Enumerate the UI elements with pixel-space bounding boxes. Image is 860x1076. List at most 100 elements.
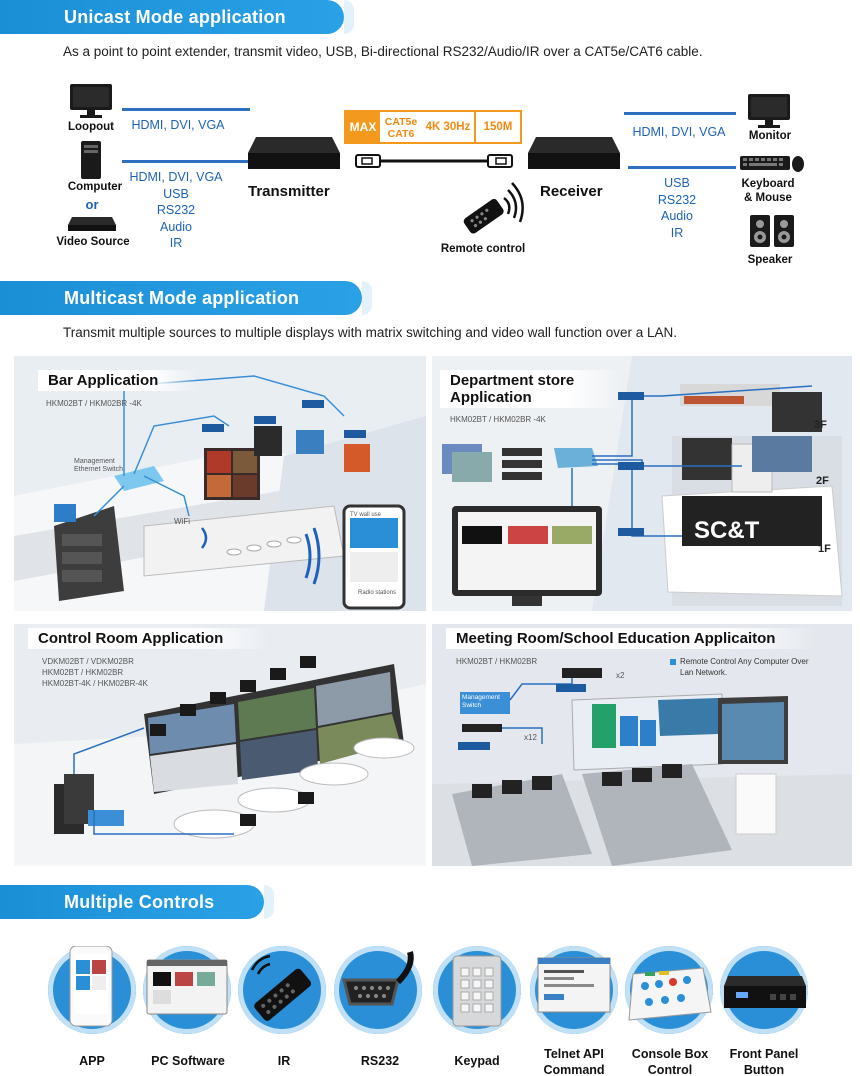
left-signal-2: USB [163, 186, 189, 201]
telnet-window-icon [537, 957, 611, 1013]
console-box-label-line1: Console Box [631, 1047, 709, 1061]
bar-application-panel: Bar Application HKM02BT / HKM02BR -4K Ma… [14, 356, 426, 611]
left-bottom-line [122, 160, 250, 163]
cable-type-1: CAT5e [384, 116, 418, 128]
meeting-room-illustration [432, 624, 852, 866]
right-bottom-line [628, 166, 736, 169]
keypad-label: Keypad [454, 1054, 500, 1068]
receiver-label: Receiver [540, 183, 603, 200]
app-label: APP [79, 1054, 105, 1068]
left-signal-5: IR [169, 236, 183, 250]
unicast-description: As a point to point extender, transmit v… [63, 44, 703, 59]
keypad-control-circle [433, 946, 521, 1034]
front-panel-control-circle [720, 946, 808, 1034]
control-room-model-2: HKM02BT / HKM02BR [42, 668, 124, 677]
right-signal-4: IR [670, 225, 684, 240]
right-bottom-signals: USB RS232 Audio IR [642, 175, 712, 241]
remote-control-label: Remote control [440, 243, 526, 255]
meeting-switch-label: Management Switch [462, 694, 500, 709]
keyboard-mouse-label: Keyboard & Mouse [732, 177, 804, 205]
telnet-control-circle [530, 946, 618, 1034]
ir-control-circle [238, 946, 326, 1034]
department-store-illustration: SC&T [442, 356, 852, 611]
bar-application-title: Bar Application [38, 370, 198, 391]
max-label: MAX [346, 112, 380, 142]
cable-type-2: CAT6 [387, 128, 415, 140]
cable-icon [355, 154, 513, 168]
left-top-line [122, 108, 250, 111]
console-box-control-circle [625, 946, 713, 1034]
unicast-banner: Unicast Mode application [0, 0, 354, 34]
meeting-room-panel: Meeting Room/School Education Applicaito… [432, 624, 852, 866]
monitor-label: Monitor [748, 130, 792, 142]
bar-switch-label: Management Ethernet Switch [74, 458, 124, 473]
telnet-label: Telnet API Command [524, 1046, 624, 1076]
left-signal-4: Audio [160, 219, 192, 234]
console-box-label-line2: Control [647, 1063, 693, 1076]
console-box-label: Console Box Control [620, 1046, 720, 1076]
bar-tv-wall-label: TV wall use [350, 512, 382, 518]
control-room-models: VDKM02BT / VDKM02BR HKM02BT / HKM02BR HK… [42, 656, 148, 689]
remote-control-icon [463, 182, 524, 234]
keyboard-mouse-icon [740, 156, 804, 172]
front-panel-label-line1: Front Panel [729, 1047, 799, 1061]
meeting-remote-note-text: Remote Control Any Computer Over Lan Net… [680, 657, 809, 677]
right-top-line [624, 112, 736, 115]
or-label: or [85, 197, 99, 212]
bar-wifi-label: WiFi [174, 517, 190, 526]
meeting-x2-label: x2 [616, 671, 625, 680]
rs232-connector-icon [342, 951, 414, 1006]
transmitter-device-icon [248, 137, 340, 169]
meeting-room-models: HKM02BT / HKM02BR [456, 657, 538, 666]
cable-types: CAT5e CAT6 [380, 112, 422, 142]
meeting-room-title: Meeting Room/School Education Applicaito… [446, 628, 816, 649]
floor-2f: 2F [816, 475, 829, 487]
meeting-x12-label: x12 [524, 733, 537, 742]
left-top-signals: HDMI, DVI, VGA [131, 118, 225, 132]
floor-1f: 1F [818, 543, 831, 555]
console-box-icon [628, 967, 712, 1021]
control-room-model-3: HKM02BT-4K / HKM02BR-4K [42, 679, 148, 688]
department-store-panel: SC&T Department store Application HKM02B… [432, 356, 852, 611]
ir-label: IR [277, 1054, 291, 1068]
multicast-title: Multicast Mode application [64, 288, 300, 308]
spec-bar: MAX CAT5e CAT6 4K 30Hz 150M [344, 110, 522, 144]
pc-software-icon [146, 959, 228, 1015]
control-room-illustration [14, 656, 426, 866]
rs232-label: RS232 [360, 1054, 400, 1068]
mouse-label: & Mouse [744, 192, 792, 204]
distance-label: 150M [474, 112, 520, 142]
resolution-label: 4K 30Hz [425, 121, 471, 133]
ir-remote-icon [250, 954, 312, 1021]
right-signal-1: USB [664, 176, 690, 190]
front-panel-device-icon [724, 976, 806, 1008]
control-room-title: Control Room Application [28, 628, 268, 649]
receiver-device-icon [528, 137, 620, 169]
controls-title: Multiple Controls [64, 892, 215, 912]
left-bottom-signals: HDMI, DVI, VGA USB RS232 Audio IR [122, 169, 230, 252]
floor-3f: 3F [814, 419, 827, 431]
rs232-control-circle [334, 946, 422, 1034]
department-store-title: Department store Application [440, 370, 620, 408]
speaker-label: Speaker [747, 254, 793, 266]
monitor-icon [748, 94, 790, 128]
left-signal-1: HDMI, DVI, VGA [129, 170, 223, 184]
unicast-title: Unicast Mode application [64, 7, 286, 27]
smartphone-icon [69, 945, 113, 1027]
front-panel-label: Front Panel Button [714, 1046, 814, 1076]
note-bullet-icon [670, 659, 676, 665]
pc-software-control-circle [143, 946, 231, 1034]
loopout-label: Loopout [68, 121, 114, 133]
bar-illustration [14, 375, 426, 611]
front-panel-label-line2: Button [743, 1063, 785, 1076]
controls-banner: Multiple Controls [0, 885, 274, 919]
bar-radio-label: Radio stations [358, 590, 397, 596]
telnet-label-line2: Command [543, 1063, 605, 1076]
bar-application-models: HKM02BT / HKM02BR -4K [46, 399, 142, 408]
keyboard-label: Keyboard [741, 178, 795, 190]
right-signal-2: RS232 [657, 192, 697, 207]
control-room-model-1: VDKM02BT / VDKM02BR [42, 657, 134, 666]
control-room-panel: Control Room Application VDKM02BT / VDKM… [14, 624, 426, 866]
keypad-icon [452, 955, 502, 1027]
right-signal-3: Audio [661, 209, 693, 223]
